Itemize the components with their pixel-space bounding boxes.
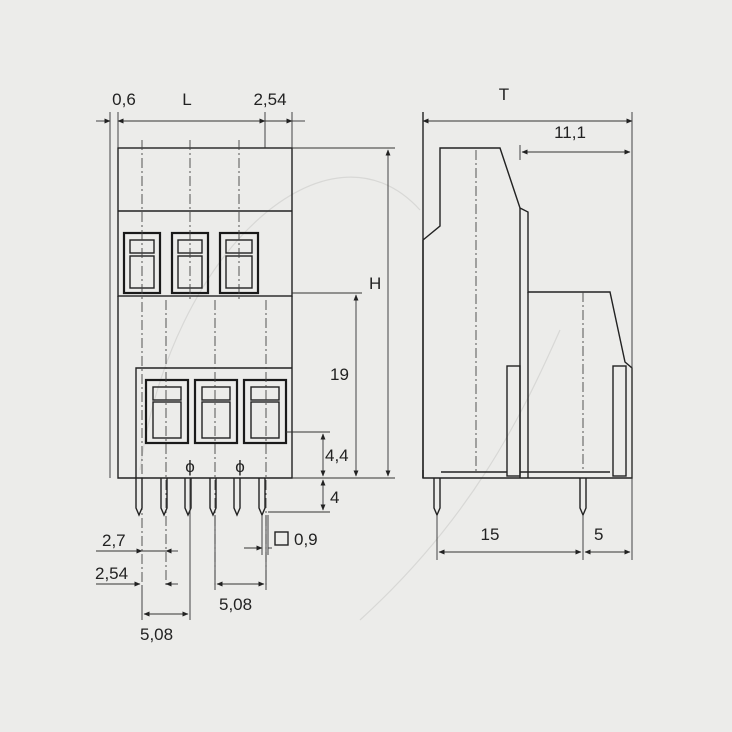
side-pin-1	[433, 478, 441, 517]
dim-label-H: H	[369, 274, 381, 293]
watermark	[139, 176, 561, 621]
dim-label-2-54-bottom: 2,54	[95, 564, 128, 583]
square-pin-symbol	[274, 531, 289, 546]
side-post-2	[612, 365, 627, 477]
side-pin-2	[579, 478, 587, 517]
lower-tier-step	[135, 367, 292, 478]
lower-socket-row	[144, 378, 288, 445]
dim-label-15: 15	[481, 525, 500, 544]
dim-label-2-7: 2,7	[102, 531, 126, 550]
dim-label-5: 5	[594, 525, 603, 544]
side-view	[422, 112, 633, 517]
dim-label-0-6: 0,6	[112, 90, 136, 109]
dim-label-T: T	[499, 85, 509, 104]
dim-label-5-08-right: 5,08	[219, 595, 252, 614]
dim-label-L: L	[182, 90, 191, 109]
upper-tier-body	[117, 147, 293, 297]
dim-label-11-1: 11,1	[554, 123, 586, 142]
side-post-1	[506, 365, 521, 477]
lower-socket-3	[242, 378, 288, 445]
dim-label-4: 4	[330, 488, 339, 507]
lower-socket-1	[144, 378, 190, 445]
dim-label-2-54-top: 2,54	[253, 90, 286, 109]
dim-label-0-9: 0,9	[294, 530, 318, 549]
dim-label-4-4: 4,4	[325, 446, 349, 465]
side-dimensions: T 11,1 15 5	[422, 85, 633, 560]
lower-tier-body	[117, 296, 293, 479]
lower-socket-2	[193, 378, 239, 445]
upper-socket-row	[122, 231, 260, 295]
front-dimensions: 0,6 L 2,54 H 19 4,4 4 0,9 2,7 2,54	[95, 90, 395, 644]
front-center-lines	[141, 140, 267, 585]
dim-label-19: 19	[330, 365, 349, 384]
phi-symbol-2: ϕ	[235, 457, 245, 476]
front-view: ϕ ϕ	[117, 140, 293, 585]
front-pins	[135, 478, 266, 517]
dim-label-5-08-bottom: 5,08	[140, 625, 173, 644]
phi-symbol-1: ϕ	[185, 457, 195, 476]
